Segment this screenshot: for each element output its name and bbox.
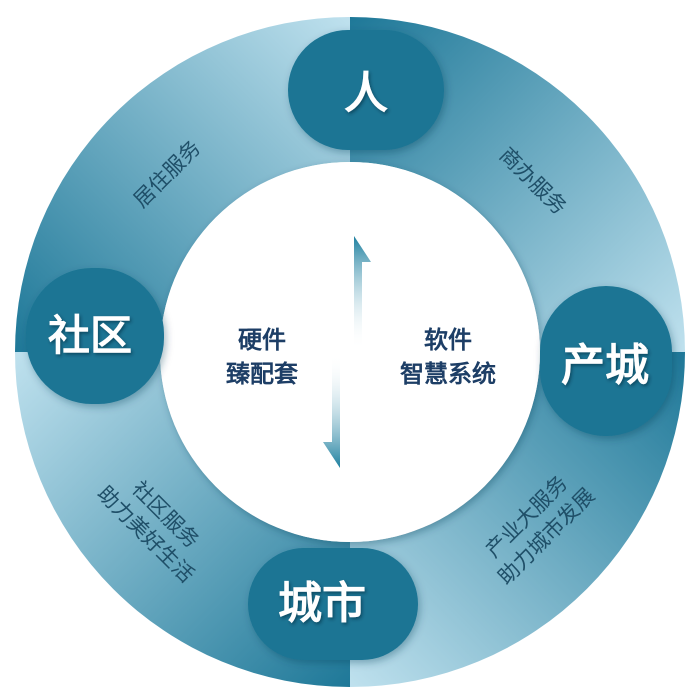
node-top-label: 人 <box>344 68 388 119</box>
up-arrow <box>354 236 371 350</box>
node-right-label: 产城 <box>561 340 649 391</box>
node-left-label: 社区 <box>48 311 132 360</box>
center-right-line-2: 智慧系统 <box>400 360 496 388</box>
node-left: 社区 <box>26 268 164 404</box>
node-bottom-label: 城市 <box>278 578 366 629</box>
center-left-line-2: 臻配套 <box>226 360 299 388</box>
node-top: 人 <box>288 30 444 150</box>
node-right: 产城 <box>540 286 672 436</box>
center-disc <box>160 162 540 542</box>
node-bottom: 城市 <box>248 548 418 660</box>
center-right-line-1: 软件 <box>424 326 472 354</box>
center-left-line-1: 硬件 <box>238 326 286 354</box>
down-arrow <box>323 354 340 468</box>
